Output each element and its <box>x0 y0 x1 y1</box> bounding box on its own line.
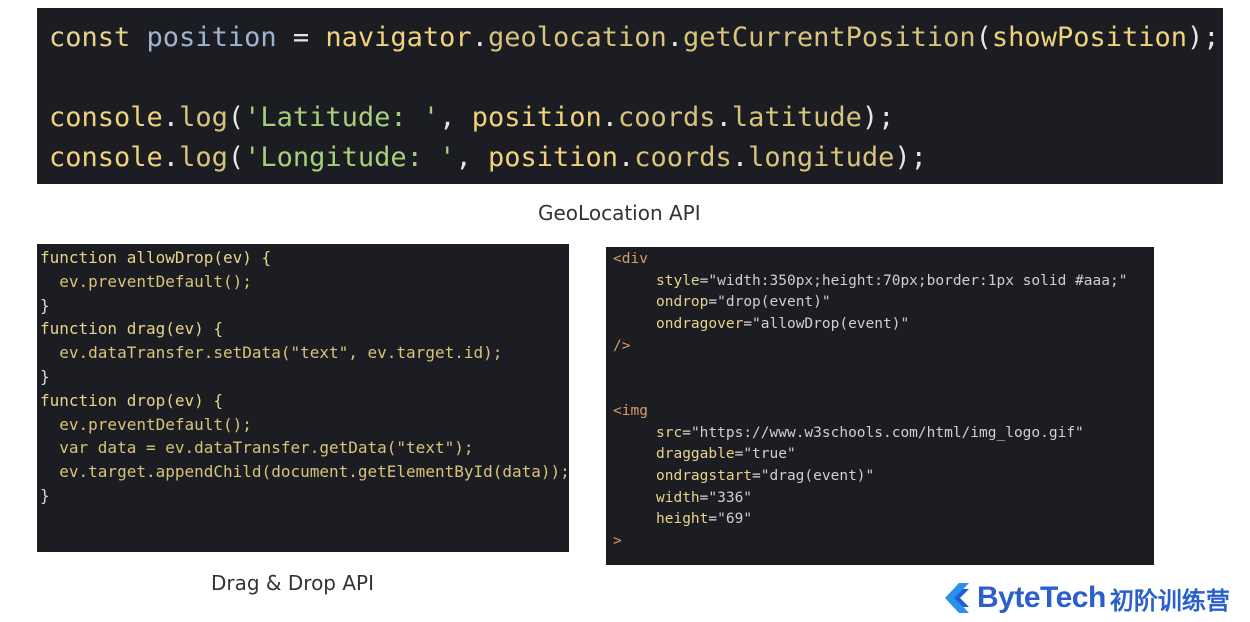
drag-drop-caption: Drag & Drop API <box>211 571 374 595</box>
code-line: <img <box>613 402 648 419</box>
drag-drop-html-code-block: <div style="width:350px;height:70px;bord… <box>606 247 1154 565</box>
code-line: } <box>40 366 50 386</box>
code-line <box>613 379 1154 401</box>
code-line: draggable="true" <box>656 446 796 463</box>
geolocation-caption: GeoLocation API <box>538 201 701 225</box>
code-line: /> <box>613 337 631 354</box>
code-line: } <box>40 295 50 315</box>
code-line-1: const position = navigator.geolocation.g… <box>49 22 1220 53</box>
code-line-2 <box>49 58 1223 98</box>
code-line: ondrop="drop(event)" <box>656 294 831 311</box>
code-line: > <box>613 533 622 550</box>
code-line: <div <box>613 251 648 267</box>
code-line: function drop(ev) { <box>40 390 224 410</box>
code-line: var data = ev.dataTransfer.getData("text… <box>40 438 474 458</box>
bytetech-logo: ByteTech 初阶训练营 <box>945 580 1245 616</box>
code-line: ev.dataTransfer.setData("text", ev.targe… <box>40 343 503 363</box>
code-line: ondragover="allowDrop(event)" <box>656 316 910 333</box>
code-line: ev.target.appendChild(document.getElemen… <box>40 462 570 482</box>
code-line: ev.preventDefault(); <box>40 271 252 291</box>
code-line: function drag(ev) { <box>40 319 224 339</box>
code-line: style="width:350px;height:70px;border:1p… <box>656 272 1128 289</box>
code-line: ondragstart="drag(event)" <box>656 468 875 485</box>
code-line: height="69" <box>656 511 753 528</box>
drag-drop-js-code-block: function allowDrop(ev) { ev.preventDefau… <box>37 244 570 552</box>
geolocation-code-block: const position = navigator.geolocation.g… <box>37 8 1223 184</box>
brand-name: ByteTech <box>977 581 1106 614</box>
code-line: src="https://www.w3schools.com/html/img_… <box>656 424 1084 441</box>
code-line-3: console.log('Latitude: ', position.coord… <box>49 102 895 133</box>
code-line: } <box>40 485 50 505</box>
bytetech-logo-icon <box>945 583 969 613</box>
code-line: width="336" <box>656 489 753 506</box>
code-line: ev.preventDefault(); <box>40 414 252 434</box>
code-line-4: console.log('Longitude: ', position.coor… <box>49 142 927 173</box>
code-line <box>613 358 1154 380</box>
brand-subtitle: 初阶训练营 <box>1109 586 1230 615</box>
code-line: function allowDrop(ev) { <box>40 248 272 267</box>
